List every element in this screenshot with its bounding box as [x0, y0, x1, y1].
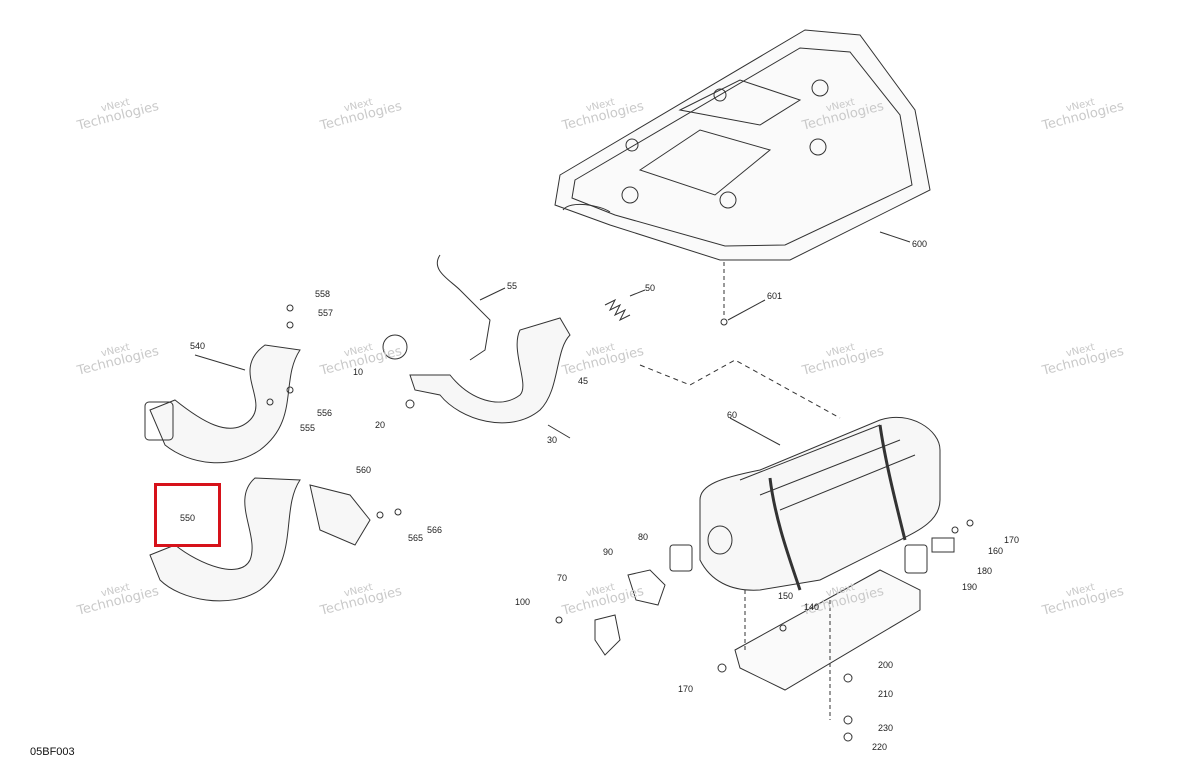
callout-210[interactable]: 210	[878, 689, 894, 699]
callout-60[interactable]: 60	[727, 410, 738, 420]
callout-556[interactable]: 556	[317, 408, 333, 418]
routing-line	[639, 359, 841, 419]
callout-45[interactable]: 45	[578, 376, 589, 386]
exhaust-pipe-550	[149, 477, 371, 602]
callout-30[interactable]: 30	[547, 435, 558, 445]
callout-558[interactable]: 558	[315, 289, 331, 299]
callout-200[interactable]: 200	[878, 660, 894, 670]
callout-560[interactable]: 560	[356, 465, 372, 475]
exhaust-header-30	[382, 317, 571, 439]
callout-220[interactable]: 220	[872, 742, 888, 752]
muffler-60	[699, 416, 941, 591]
callout-566[interactable]: 566	[427, 525, 443, 535]
callout-565[interactable]: 565	[408, 533, 424, 543]
callout-140[interactable]: 140	[804, 602, 820, 612]
callout-230[interactable]: 230	[878, 723, 894, 733]
oxygen-sensor-55	[437, 254, 506, 361]
callout-557[interactable]: 557	[318, 308, 334, 318]
exhaust-pipe-540	[144, 344, 301, 464]
callout-50[interactable]: 50	[645, 283, 656, 293]
callout-190[interactable]: 190	[962, 582, 978, 592]
callout-555[interactable]: 555	[300, 423, 316, 433]
callout-90[interactable]: 90	[603, 547, 614, 557]
callout-80[interactable]: 80	[638, 532, 649, 542]
callout-600[interactable]: 600	[912, 239, 928, 249]
highlight-box-550	[154, 483, 221, 547]
bracket-200	[734, 569, 921, 720]
callout-10[interactable]: 10	[353, 367, 364, 377]
page-code: 05BF003	[30, 746, 75, 758]
callout-601[interactable]: 601	[767, 291, 783, 301]
callout-160[interactable]: 160	[988, 546, 1004, 556]
callout-170b[interactable]: 170	[678, 684, 694, 694]
callout-170[interactable]: 170	[1004, 535, 1020, 545]
spring-50	[604, 289, 646, 322]
callout-540[interactable]: 540	[190, 341, 206, 351]
callout-70[interactable]: 70	[557, 573, 568, 583]
skid-plate-600	[554, 29, 931, 261]
callout-180[interactable]: 180	[977, 566, 993, 576]
small-hardware	[266, 304, 974, 742]
callout-150[interactable]: 150	[778, 591, 794, 601]
callout-100[interactable]: 100	[515, 597, 531, 607]
screw-601	[720, 262, 766, 326]
callout-550[interactable]: 550	[180, 513, 196, 523]
callout-20[interactable]: 20	[375, 420, 386, 430]
callout-55[interactable]: 55	[507, 281, 518, 291]
